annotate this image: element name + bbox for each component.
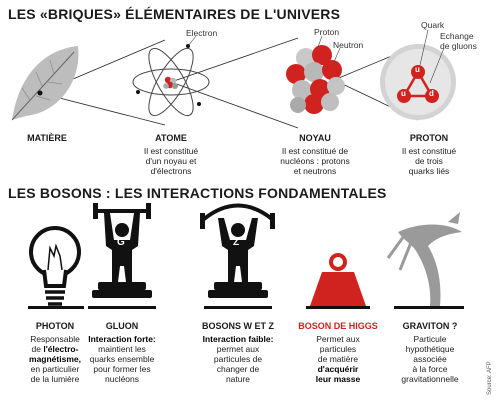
- brick-name-0: MATIÈRE: [27, 133, 67, 143]
- letter-z: Z: [233, 237, 240, 248]
- zoom-lines: [39, 37, 419, 129]
- quark-letter-top: u: [415, 65, 420, 74]
- boson-name-higgs: BOSON DE HIGGS: [298, 321, 378, 331]
- label-electron: Electron: [186, 28, 218, 38]
- letter-g: G: [117, 237, 125, 248]
- boson-desc-gluon: Interaction forte: maintient les quarks …: [88, 334, 156, 384]
- label-echange-2: de gluons: [440, 41, 477, 51]
- strongman-z-icon: [200, 203, 275, 298]
- label-neutron: Neutron: [333, 40, 364, 50]
- boson-desc-graviton: Particule hypothétique associée à la for…: [401, 334, 459, 384]
- brick-name-1: ATOME: [155, 133, 187, 143]
- boson-desc-higgs: Permet aux particules de matière d'acqué…: [315, 334, 361, 384]
- heading-bricks: LES «BRIQUES» ÉLÉMENTAIRES DE L'UNIVERS: [8, 6, 341, 22]
- label-quark: Quark: [421, 20, 445, 30]
- bent-tree-icon: [386, 212, 462, 306]
- boson-desc-wz: Interaction faible: permet aux particule…: [202, 334, 274, 384]
- brick-name-3: PROTON: [409, 133, 449, 143]
- boson-name-photon: PHOTON: [35, 321, 75, 331]
- weight-icon: [310, 253, 366, 306]
- label-echange-1: Echange: [440, 31, 474, 41]
- quark-letter-right: d: [429, 89, 434, 98]
- atom-icon: [132, 47, 210, 117]
- source-credit: Source: AFP: [487, 361, 493, 395]
- quark-letter-left: u: [401, 89, 406, 98]
- boson-name-graviton: GRAVITON ?: [402, 321, 458, 331]
- label-proton: Proton: [314, 27, 340, 37]
- leaf-icon: [11, 46, 79, 121]
- boson-name-gluon: GLUON: [105, 321, 139, 331]
- heading-bosons: LES BOSONS : LES INTERACTIONS FONDAMENTA…: [8, 185, 387, 201]
- proton-icon: [380, 44, 456, 120]
- nucleus-icon: [286, 45, 345, 114]
- lightbulb-icon: [29, 226, 81, 306]
- boson-desc-photon: Responsable de l'électro- magnétisme, en…: [29, 334, 81, 384]
- strongman-g-icon: [92, 203, 152, 298]
- baselines: [28, 306, 464, 309]
- atom-nucleus: [163, 76, 178, 89]
- boson-name-wz: BOSONS W ET Z: [202, 321, 274, 331]
- brick-name-2: NOYAU: [299, 133, 331, 143]
